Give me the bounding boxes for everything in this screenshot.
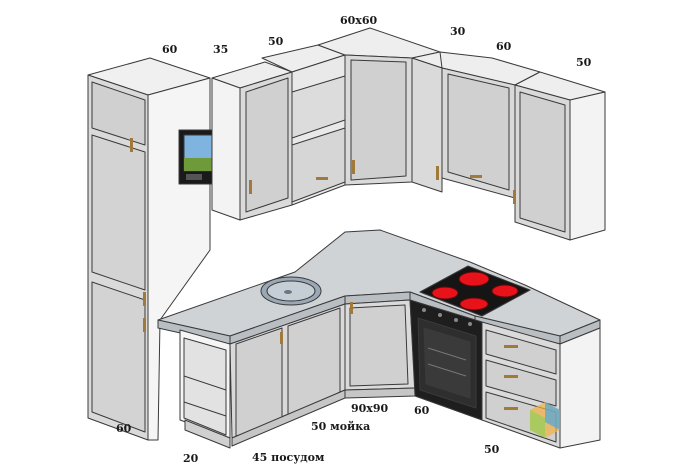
hob	[419, 265, 531, 317]
dim-base-45-dish: 45 посудом	[252, 451, 325, 464]
base-oven	[409, 299, 483, 421]
handle-icon	[470, 175, 482, 178]
base-corner-cabinet	[344, 299, 416, 399]
base-drawers	[481, 321, 601, 449]
dim-wall-50-left: 50	[268, 35, 284, 48]
base-open-shelf	[179, 329, 231, 449]
handle-icon	[130, 138, 133, 152]
dim-base-20: 20	[183, 452, 199, 465]
wall-cabinets-left	[211, 44, 346, 221]
burner-icon	[458, 271, 490, 287]
handle-icon	[436, 166, 439, 180]
base-front-left	[229, 303, 346, 447]
dim-wall-60: 60	[496, 40, 512, 53]
handle-icon	[350, 302, 353, 314]
handle-icon	[504, 375, 518, 378]
wall-cabinets-right	[411, 51, 606, 241]
handle-icon	[280, 332, 283, 344]
handle-icon	[504, 345, 518, 348]
dim-wall-30: 30	[450, 25, 466, 38]
dim-base-60-oven: 60	[414, 404, 430, 417]
handle-icon	[143, 292, 146, 306]
handle-icon	[249, 180, 252, 194]
dim-tall-depth: 60	[116, 422, 132, 435]
handle-icon	[513, 190, 516, 204]
sink	[260, 276, 322, 306]
corner-wall-cabinet	[317, 27, 441, 186]
dim-base-50-sink: 50 мойка	[311, 420, 371, 433]
burner-icon	[491, 284, 519, 298]
dim-base-corner: 90x90	[351, 402, 389, 415]
handle-icon	[316, 177, 328, 180]
dim-wall-50-right: 50	[576, 56, 592, 69]
logo-icon	[530, 402, 560, 438]
burner-icon	[459, 297, 489, 311]
dim-tall-width: 60	[162, 43, 178, 56]
dim-base-50-drawers: 50	[484, 443, 500, 456]
dim-wall-35: 35	[213, 43, 229, 56]
burner-icon	[431, 286, 459, 300]
handle-icon	[143, 318, 146, 332]
handle-icon	[352, 160, 355, 174]
handle-icon	[504, 407, 518, 410]
dim-corner-wall: 60x60	[340, 14, 378, 27]
